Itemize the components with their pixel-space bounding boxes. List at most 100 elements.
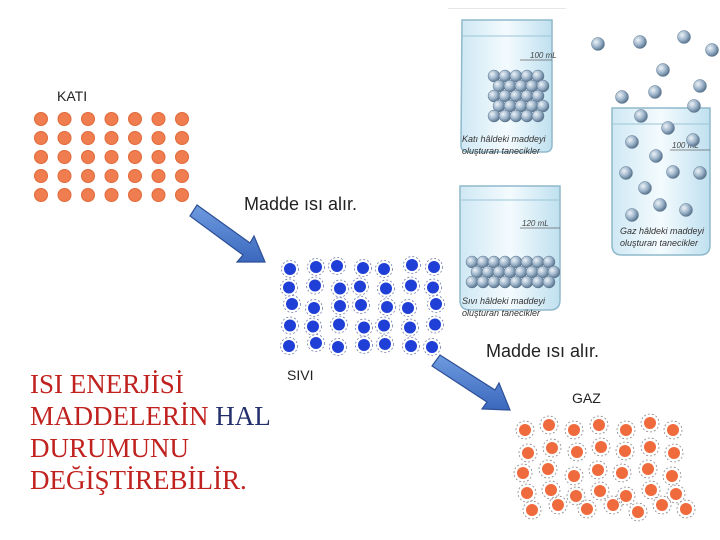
gas-beaker-ball xyxy=(634,36,647,49)
liquid-particle xyxy=(331,260,343,272)
gas-particle xyxy=(568,424,580,436)
gas-beaker-ball xyxy=(649,86,662,99)
solid-beaker-ball xyxy=(521,110,533,122)
solid-particle xyxy=(176,151,189,164)
gas-particle xyxy=(595,441,607,453)
solid-particle xyxy=(105,113,118,126)
solid-particle xyxy=(152,113,165,126)
liquid-particle xyxy=(404,322,416,334)
liquid-beaker-caption-1: Sıvı hâldeki maddeyi xyxy=(462,296,546,306)
solid-particle xyxy=(152,170,165,183)
gas-particle xyxy=(667,424,679,436)
gas-particle xyxy=(616,467,628,479)
liquid-particle xyxy=(308,302,320,314)
solid-particle xyxy=(35,189,48,202)
liquid-particle xyxy=(284,263,296,275)
liquid-beaker-ball xyxy=(521,276,533,288)
liquid-particle xyxy=(430,298,442,310)
solid-particle xyxy=(176,189,189,202)
liquid-particle xyxy=(380,283,392,295)
solid-particle xyxy=(105,189,118,202)
solid-beaker-caption-2: oluşturan tanecikler xyxy=(462,146,541,156)
liquid-beaker-ball xyxy=(488,276,500,288)
gas-beaker-ball xyxy=(688,100,701,113)
solid-particle xyxy=(58,170,71,183)
gas-particle-cloud xyxy=(514,414,695,521)
liquid-particle xyxy=(284,320,296,332)
solid-particle xyxy=(129,170,142,183)
solid-beaker-balls xyxy=(488,70,549,122)
liquid-particle xyxy=(309,280,321,292)
gas-particle xyxy=(542,463,554,475)
beaker-gas: 100 mL Gaz hâldeki maddeyi oluşturan tan… xyxy=(592,31,719,256)
gas-particle xyxy=(680,503,692,515)
solid-particle xyxy=(176,170,189,183)
solid-particle xyxy=(58,132,71,145)
gas-beaker-ball xyxy=(694,80,707,93)
gas-particle xyxy=(644,417,656,429)
solid-particle xyxy=(105,151,118,164)
gas-beaker-ball xyxy=(687,134,700,147)
beaker-liquid: 120 mL Sıvı hâldeki maddeyi oluşturan ta… xyxy=(460,186,560,318)
liquid-particle xyxy=(357,262,369,274)
solid-particle xyxy=(58,113,71,126)
liquid-particle xyxy=(428,261,440,273)
gas-particle xyxy=(592,464,604,476)
gas-particle xyxy=(517,467,529,479)
gas-beaker-ball xyxy=(657,64,670,77)
solid-particle xyxy=(152,132,165,145)
gas-particle xyxy=(619,445,631,457)
solid-particle xyxy=(129,113,142,126)
liquid-particle xyxy=(405,340,417,352)
liquid-particle xyxy=(286,298,298,310)
liquid-particle xyxy=(307,321,319,333)
liquid-beaker-ball xyxy=(532,276,544,288)
gas-beaker-ball xyxy=(678,31,691,44)
gas-particle xyxy=(571,446,583,458)
liquid-particle xyxy=(355,299,367,311)
gas-beaker-ball xyxy=(616,91,629,104)
gas-particle xyxy=(642,463,654,475)
liquid-particle xyxy=(358,322,370,334)
liquid-particle xyxy=(426,341,438,353)
liquid-particle xyxy=(333,319,345,331)
arrow-liquid-to-gas xyxy=(432,355,510,410)
solid-particle xyxy=(82,113,95,126)
arrow-solid-to-liquid xyxy=(190,205,265,262)
gas-beaker-ball xyxy=(592,38,605,51)
gas-particle xyxy=(607,499,619,511)
gas-beaker-ball xyxy=(662,122,675,135)
gas-beaker-ball xyxy=(639,182,652,195)
gas-particle xyxy=(568,470,580,482)
gas-beaker-ball xyxy=(706,44,719,57)
solid-particle xyxy=(35,170,48,183)
gas-beaker-ball xyxy=(694,167,707,180)
solid-particle xyxy=(105,132,118,145)
solid-beaker-ball xyxy=(499,110,511,122)
solid-particle xyxy=(82,189,95,202)
liquid-particle xyxy=(378,263,390,275)
gas-particle xyxy=(522,447,534,459)
gas-particle xyxy=(546,442,558,454)
liquid-particle xyxy=(402,302,414,314)
liquid-particle xyxy=(427,282,439,294)
solid-particle xyxy=(129,151,142,164)
solid-particle xyxy=(152,189,165,202)
gas-particle xyxy=(519,424,531,436)
solid-particle xyxy=(129,189,142,202)
gas-particle xyxy=(545,484,557,496)
liquid-beaker-ball xyxy=(543,276,555,288)
solid-particle xyxy=(152,151,165,164)
liquid-particle xyxy=(334,300,346,312)
solid-particle xyxy=(82,132,95,145)
gas-particle xyxy=(594,485,606,497)
solid-particle xyxy=(129,132,142,145)
gas-particle xyxy=(645,484,657,496)
liquid-beaker-ball xyxy=(477,276,489,288)
gas-beaker-caption-1: Gaz hâldeki maddeyi xyxy=(620,226,705,236)
gas-particle xyxy=(570,490,582,502)
gas-beaker-ball xyxy=(635,110,648,123)
gas-particle xyxy=(521,487,533,499)
liquid-particle xyxy=(310,337,322,349)
solid-particle xyxy=(176,132,189,145)
